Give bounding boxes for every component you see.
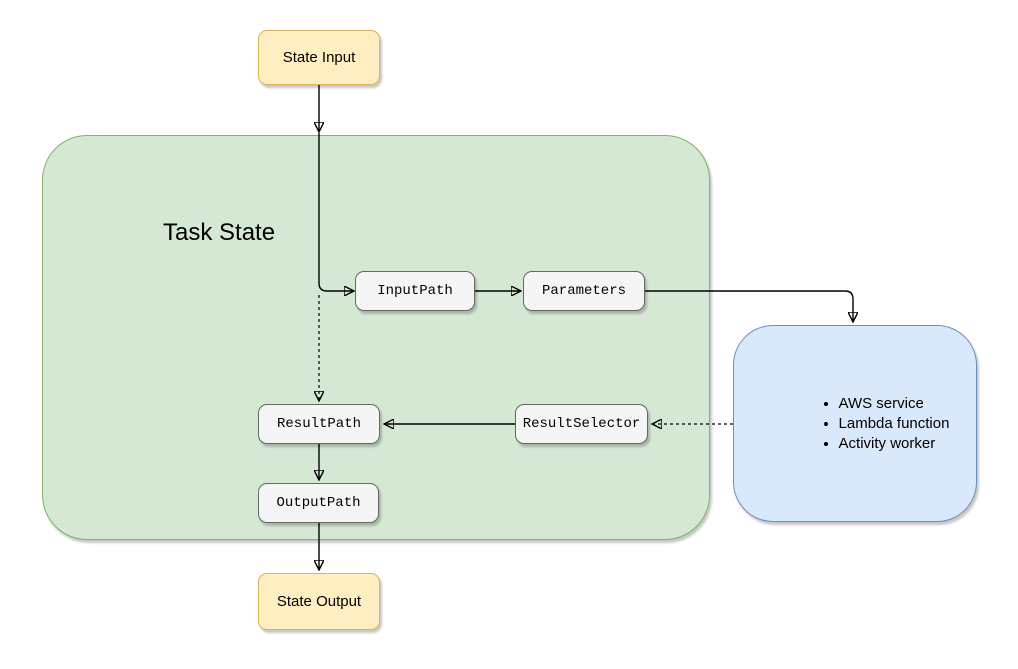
service-target-list: AWS service Lambda function Activity wor… xyxy=(761,394,950,454)
input-path-label: InputPath xyxy=(377,283,453,299)
task-state-container xyxy=(42,135,710,540)
service-target-node: AWS service Lambda function Activity wor… xyxy=(733,325,977,522)
state-output-node: State Output xyxy=(258,573,380,630)
result-path-node: ResultPath xyxy=(258,404,380,444)
parameters-node: Parameters xyxy=(523,271,645,311)
output-path-node: OutputPath xyxy=(258,483,379,523)
output-path-label: OutputPath xyxy=(276,495,361,511)
state-input-label: State Input xyxy=(282,49,356,66)
input-path-node: InputPath xyxy=(355,271,475,311)
result-selector-label: ResultSelector xyxy=(522,416,641,432)
service-target-item: Lambda function xyxy=(839,414,950,434)
service-target-item: AWS service xyxy=(839,394,950,414)
result-path-label: ResultPath xyxy=(276,416,361,432)
state-output-label: State Output xyxy=(276,593,362,610)
state-input-node: State Input xyxy=(258,30,380,85)
parameters-label: Parameters xyxy=(541,283,626,299)
task-state-label: Task State xyxy=(163,219,276,246)
service-target-item: Activity worker xyxy=(839,434,950,454)
result-selector-node: ResultSelector xyxy=(515,404,648,444)
